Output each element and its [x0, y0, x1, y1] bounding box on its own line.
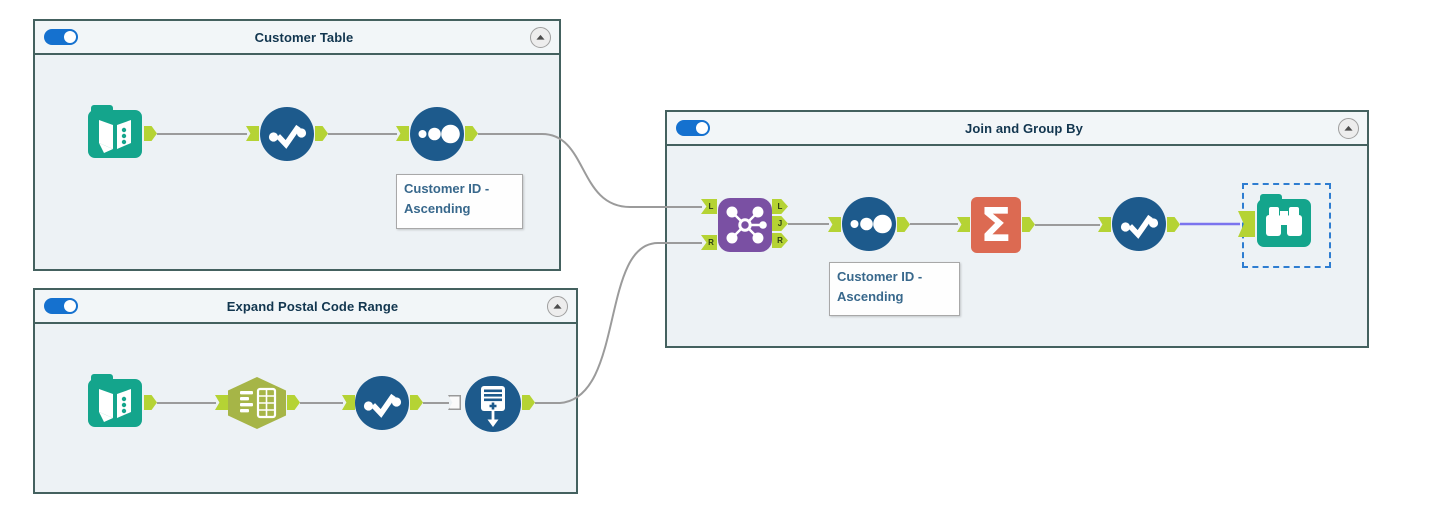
summarize-tool[interactable]: Σ [971, 197, 1021, 253]
join-input-anchor-right[interactable]: R [701, 235, 717, 250]
input-anchor[interactable] [828, 217, 841, 232]
tool-container-expand-postal-code: Expand Postal Code Range [33, 288, 578, 494]
output-anchor[interactable] [144, 126, 157, 141]
sort-tool[interactable] [842, 197, 896, 251]
collapse-button[interactable] [530, 26, 551, 48]
open-book-icon [88, 379, 142, 427]
binoculars-icon [1257, 199, 1311, 247]
output-anchor[interactable] [315, 126, 328, 141]
input-data-tool[interactable] [88, 105, 142, 158]
anchor-letter: L [777, 201, 783, 211]
anchor-letter: J [777, 218, 783, 228]
output-anchor[interactable] [1167, 217, 1180, 232]
join-network-icon [718, 198, 772, 252]
input-anchor[interactable] [342, 395, 355, 410]
collapse-up-icon [553, 303, 562, 309]
input-anchor[interactable] [215, 395, 228, 410]
join-output-anchor-join[interactable]: J [772, 216, 788, 231]
collapse-up-icon [1344, 125, 1353, 131]
annotation-line: Ascending [404, 201, 471, 217]
text-to-table-icon [228, 377, 286, 429]
input-anchor[interactable] [957, 217, 970, 232]
select-tool[interactable] [1112, 197, 1166, 251]
optional-input-anchor[interactable] [448, 395, 461, 410]
input-anchor[interactable] [396, 126, 409, 141]
output-anchor[interactable] [465, 126, 478, 141]
annotation-line: Ascending [837, 289, 904, 305]
rows-plus-arrow-icon [465, 376, 521, 432]
output-anchor[interactable] [144, 395, 157, 410]
annotation-sort2[interactable]: Customer ID - Ascending [829, 262, 960, 316]
select-tool[interactable] [260, 107, 314, 161]
output-anchor[interactable] [1022, 217, 1035, 232]
join-output-anchor-left[interactable]: L [772, 199, 788, 214]
anchor-letter: R [777, 235, 783, 245]
output-anchor[interactable] [897, 217, 910, 232]
anchor-letter: R [708, 237, 714, 247]
sigma-icon: Σ [980, 198, 1012, 252]
collapse-button[interactable] [1338, 117, 1359, 139]
anchor-letter: L [708, 201, 714, 211]
join-output-anchor-right[interactable]: R [772, 233, 788, 248]
container-title: Expand Postal Code Range [226, 298, 399, 314]
join-tool[interactable] [718, 198, 772, 252]
selection-box [1242, 183, 1331, 268]
collapse-up-icon [536, 34, 545, 40]
container-enable-toggle[interactable] [676, 120, 710, 136]
container-title: Customer Table [254, 29, 354, 45]
join-input-anchor-left[interactable]: L [701, 199, 717, 214]
container-header[interactable]: Join and Group By [667, 112, 1367, 146]
annotation-line: Customer ID - [404, 181, 490, 196]
sort-tool[interactable] [410, 107, 464, 161]
sort-dots-icon [842, 197, 896, 251]
container-header[interactable]: Customer Table [35, 21, 559, 55]
connection-sort1-join-left[interactable] [478, 133, 702, 208]
input-anchor[interactable] [246, 126, 259, 141]
container-enable-toggle[interactable] [44, 29, 78, 45]
browse-input-anchor[interactable] [1238, 211, 1255, 237]
output-anchor[interactable] [287, 395, 300, 410]
input-data-tool[interactable] [88, 374, 142, 427]
collapse-button[interactable] [547, 295, 568, 317]
output-anchor[interactable] [410, 395, 423, 410]
browse-tool[interactable] [1257, 194, 1311, 247]
container-enable-toggle[interactable] [44, 298, 78, 314]
select-tool[interactable] [355, 376, 409, 430]
connection-generaterows-join-right[interactable] [535, 242, 702, 404]
container-title: Join and Group By [965, 120, 1083, 136]
input-anchor[interactable] [1098, 217, 1111, 232]
sort-dots-icon [410, 107, 464, 161]
output-anchor[interactable] [522, 395, 535, 410]
select-check-icon [260, 107, 314, 161]
annotation-line: Customer ID - [837, 269, 923, 284]
select-check-icon [355, 376, 409, 430]
annotation-sort1[interactable]: Customer ID - Ascending [396, 174, 523, 229]
select-check-icon [1112, 197, 1166, 251]
generate-rows-tool[interactable] [465, 376, 521, 432]
container-header[interactable]: Expand Postal Code Range [35, 290, 576, 324]
open-book-icon [88, 110, 142, 158]
